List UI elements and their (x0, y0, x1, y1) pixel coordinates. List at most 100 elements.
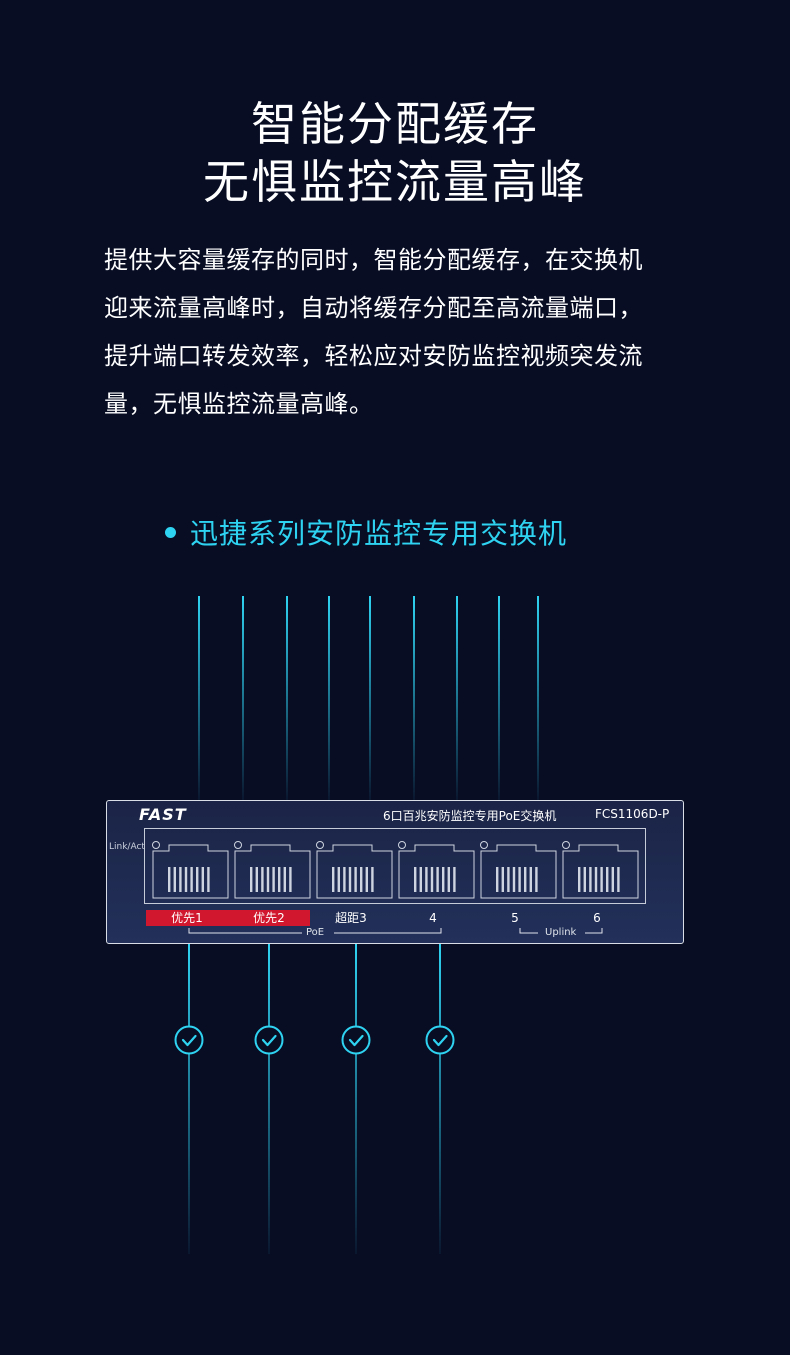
ethernet-port (480, 841, 557, 899)
model-number: FCS1106D-P (595, 807, 670, 821)
incoming-line (537, 596, 539, 800)
uplink-group-label: Uplink (545, 927, 577, 938)
ethernet-port (398, 841, 475, 899)
port-pin (430, 867, 434, 892)
ethernet-port (152, 841, 229, 899)
port-pin (289, 867, 292, 892)
port-pin (332, 867, 335, 892)
port-led (562, 841, 570, 849)
feature-label: 迅捷系列安防监控专用交换机 (190, 517, 568, 550)
feature-bullet: 迅捷系列安防监控专用交换机 (165, 512, 567, 552)
poe-group-label: PoE (306, 927, 325, 938)
port-pin (507, 867, 510, 892)
check-icon (254, 1025, 284, 1055)
port-led (480, 841, 488, 849)
port-pin (343, 867, 346, 892)
port-pin (173, 867, 176, 892)
brand-logo: FAST (139, 805, 187, 824)
ethernet-port (562, 841, 639, 899)
outgoing-traffic-lines (188, 944, 441, 1254)
port-pin (337, 867, 340, 892)
incoming-line (498, 596, 500, 800)
description-line: 提升端口转发效率，轻松应对安防监控视频突发流 (104, 342, 643, 370)
port-label: 6 (593, 911, 601, 925)
heading-line-1: 智能分配缓存 (251, 97, 539, 151)
port-pin (419, 867, 422, 892)
outgoing-line (355, 944, 357, 1254)
port-pin (179, 867, 182, 892)
port-label: 优先1 (146, 910, 228, 926)
incoming-line (369, 596, 371, 800)
ethernet-port (316, 841, 393, 899)
check-icon (174, 1025, 204, 1055)
port-pin (425, 867, 428, 892)
port-led (234, 841, 242, 849)
port-pin (453, 867, 456, 892)
description-line: 提供大容量缓存的同时，智能分配缓存，在交换机 (104, 246, 643, 274)
port-pin (578, 867, 581, 892)
outgoing-line (268, 944, 270, 1254)
port-pin (496, 867, 499, 892)
port-pin (606, 867, 609, 892)
port-pin (360, 867, 363, 892)
port-led (316, 841, 324, 849)
port-pin (414, 867, 417, 892)
network-switch: FAST 6口百兆安防监控专用PoE交换机 FCS1106D-P Link/Ac… (106, 800, 684, 944)
port-pin (617, 867, 620, 892)
port-pin (512, 867, 516, 892)
port-label: 4 (429, 911, 437, 925)
port-pin (371, 867, 374, 892)
port-led (152, 841, 160, 849)
port-label: 5 (511, 911, 519, 925)
port-panel (144, 828, 646, 904)
description: 提供大容量缓存的同时，智能分配缓存，在交换机 迎来流量高峰时，自动将缓存分配至高… (104, 236, 694, 428)
port-pin (272, 867, 275, 892)
port-pin (501, 867, 504, 892)
port-pin (168, 867, 171, 892)
port-pin (583, 867, 586, 892)
ethernet-ports (152, 841, 639, 899)
port-outline (398, 844, 475, 899)
port-outline (152, 844, 229, 899)
link-act-label: Link/Act (109, 842, 145, 852)
bullet-dot-icon (165, 526, 176, 538)
incoming-line (413, 596, 415, 800)
model-description: 6口百兆安防监控专用PoE交换机 (383, 809, 557, 823)
port-outline (234, 844, 311, 899)
description-line: 迎来流量高峰时，自动将缓存分配至高流量端口， (104, 294, 643, 322)
port-pin (365, 867, 368, 892)
port-label: 优先2 (228, 910, 310, 926)
port-pin (201, 867, 204, 892)
incoming-line (198, 596, 200, 800)
incoming-line (328, 596, 330, 800)
port-pin (594, 867, 598, 892)
port-pin (190, 867, 193, 892)
port-pin (611, 867, 614, 892)
port-pin (436, 867, 439, 892)
port-pin (589, 867, 592, 892)
port-pin (278, 867, 281, 892)
port-pin (266, 867, 270, 892)
check-icon (425, 1025, 455, 1055)
ethernet-port (234, 841, 311, 899)
outgoing-line (188, 944, 190, 1254)
port-outline (480, 844, 557, 899)
port-pin (255, 867, 258, 892)
port-pin (184, 867, 188, 892)
incoming-traffic-lines (198, 596, 539, 800)
port-pin (529, 867, 532, 892)
outgoing-line (439, 944, 441, 1254)
port-label: 超距3 (335, 911, 367, 925)
check-marks (174, 1025, 455, 1055)
port-pin (283, 867, 286, 892)
port-pin (518, 867, 521, 892)
description-line: 量，无惧监控流量高峰。 (104, 390, 374, 418)
port-led (398, 841, 406, 849)
incoming-line (456, 596, 458, 800)
port-outline (316, 844, 393, 899)
port-pin (524, 867, 527, 892)
port-pin (354, 867, 357, 892)
port-pin (250, 867, 253, 892)
check-icon (341, 1025, 371, 1055)
